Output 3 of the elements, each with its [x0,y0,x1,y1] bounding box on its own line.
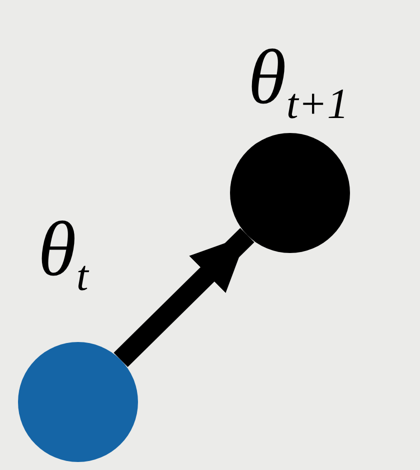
arrow [114,228,254,367]
parameter-label: θ$_{t}$ [38,210,88,299]
parameter-label: θ$_{t+1}$ [248,38,349,127]
